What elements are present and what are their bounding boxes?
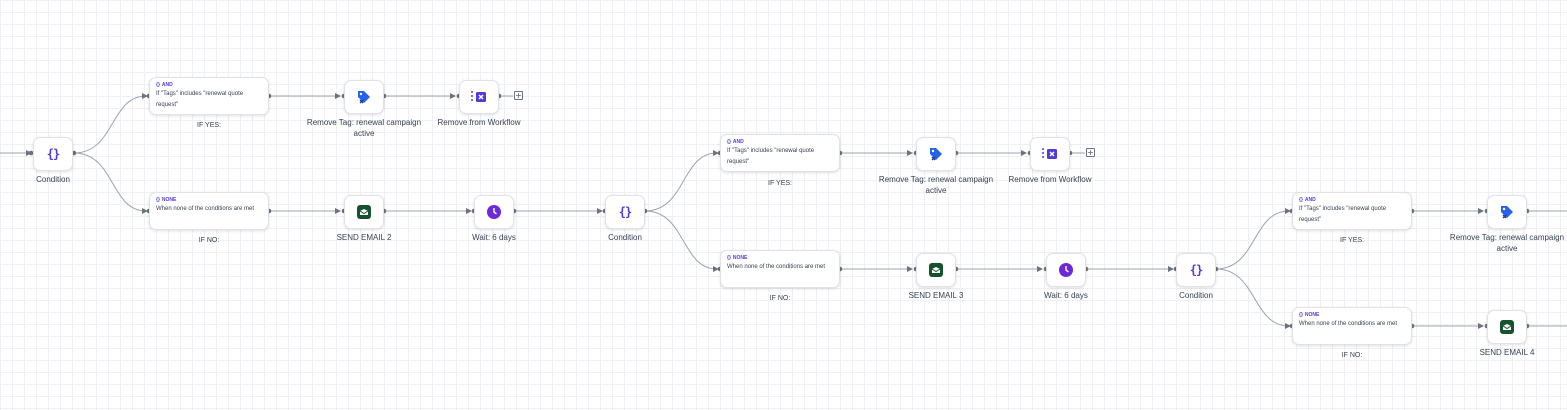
- remove-tag-node-2[interactable]: [916, 137, 956, 171]
- add-step-button[interactable]: +: [1086, 148, 1095, 157]
- remove-workflow-node-1[interactable]: [459, 80, 499, 114]
- email-icon: [1500, 320, 1514, 334]
- add-step-button[interactable]: +: [514, 91, 523, 100]
- branch-condition-text: If "Tags" includes "renewal quote reques…: [727, 148, 815, 165]
- wait-node-1[interactable]: [474, 195, 514, 229]
- condition-label: Condition: [1179, 291, 1213, 300]
- send-email-label: SEND EMAIL 4: [1479, 348, 1535, 357]
- yes-branch-card[interactable]: {}AND If "Tags" includes "renewal quote …: [149, 77, 269, 115]
- branch-condition-text: If "Tags" includes "renewal quote reques…: [1299, 206, 1387, 223]
- yes-branch-card[interactable]: {}AND If "Tags" includes "renewal quote …: [1292, 192, 1412, 230]
- braces-icon: {}: [727, 139, 731, 145]
- condition-node-2[interactable]: {}: [605, 195, 645, 229]
- braces-icon: {}: [618, 205, 632, 219]
- condition-label: Condition: [36, 175, 70, 184]
- remove-tag-icon: [1501, 206, 1513, 219]
- braces-icon: {}: [727, 255, 731, 261]
- braces-icon: {}: [46, 147, 60, 161]
- branch-label-yes: IF YES:: [768, 180, 792, 187]
- remove-tag-icon: [930, 148, 942, 161]
- remove-tag-icon: [358, 91, 370, 104]
- branch-label-no: IF NO:: [1341, 352, 1363, 359]
- remove-tag-node-1[interactable]: [344, 80, 384, 114]
- branch-label-yes: IF YES:: [197, 122, 221, 129]
- branch-operator: NONE: [1304, 312, 1320, 318]
- braces-icon: {}: [1189, 263, 1203, 277]
- branch-label-no: IF NO:: [769, 295, 791, 302]
- condition-node-3[interactable]: {}: [1176, 253, 1216, 287]
- send-email-label: SEND EMAIL 3: [908, 291, 964, 300]
- braces-icon: {}: [156, 82, 160, 88]
- braces-icon: {}: [1299, 312, 1303, 318]
- branch-condition-text: When none of the conditions are met: [727, 264, 826, 270]
- email-icon: [357, 205, 371, 219]
- remove-tag-node-3[interactable]: [1487, 195, 1527, 229]
- send-email-node-2[interactable]: [344, 195, 384, 229]
- branch-label-yes: IF YES:: [1340, 237, 1364, 244]
- clock-icon: [1059, 263, 1073, 277]
- branch-condition-text: If "Tags" includes "renewal quote reques…: [156, 91, 244, 108]
- condition-node-1[interactable]: {}: [33, 137, 73, 171]
- branch-operator: AND: [732, 139, 744, 145]
- remove-from-workflow-icon: [1042, 148, 1057, 160]
- branch-condition-text: When none of the conditions are met: [1299, 321, 1398, 327]
- wait-label: Wait: 6 days: [472, 233, 516, 242]
- wait-node-2[interactable]: [1046, 253, 1086, 287]
- branch-condition-text: When none of the conditions are met: [156, 206, 255, 212]
- branch-operator: NONE: [161, 197, 177, 203]
- remove-tag-label: Remove Tag: renewal campaign active: [1449, 233, 1565, 253]
- remove-workflow-label: Remove from Workflow: [437, 118, 521, 127]
- condition-label: Condition: [608, 233, 642, 242]
- send-email-label: SEND EMAIL 2: [336, 233, 392, 242]
- remove-tag-label: Remove Tag: renewal campaign active: [878, 175, 994, 195]
- no-branch-card[interactable]: {}NONE When none of the conditions are m…: [720, 250, 840, 288]
- clock-icon: [487, 205, 501, 219]
- yes-branch-card[interactable]: {}AND If "Tags" includes "renewal quote …: [720, 134, 840, 172]
- remove-workflow-label: Remove from Workflow: [1008, 175, 1092, 184]
- remove-tag-label: Remove Tag: renewal campaign active: [306, 118, 422, 138]
- remove-workflow-node-2[interactable]: [1030, 137, 1070, 171]
- braces-icon: {}: [156, 197, 160, 203]
- branch-operator: AND: [1304, 197, 1316, 203]
- branch-operator: NONE: [732, 255, 748, 261]
- branch-label-no: IF NO:: [198, 237, 220, 244]
- send-email-node-4[interactable]: [1487, 310, 1527, 344]
- no-branch-card[interactable]: {}NONE When none of the conditions are m…: [1292, 307, 1412, 345]
- remove-from-workflow-icon: [471, 91, 486, 103]
- no-branch-card[interactable]: {}NONE When none of the conditions are m…: [149, 192, 269, 230]
- braces-icon: {}: [1299, 197, 1303, 203]
- wait-label: Wait: 6 days: [1044, 291, 1088, 300]
- send-email-node-3[interactable]: [916, 253, 956, 287]
- email-icon: [929, 263, 943, 277]
- branch-operator: AND: [161, 82, 173, 88]
